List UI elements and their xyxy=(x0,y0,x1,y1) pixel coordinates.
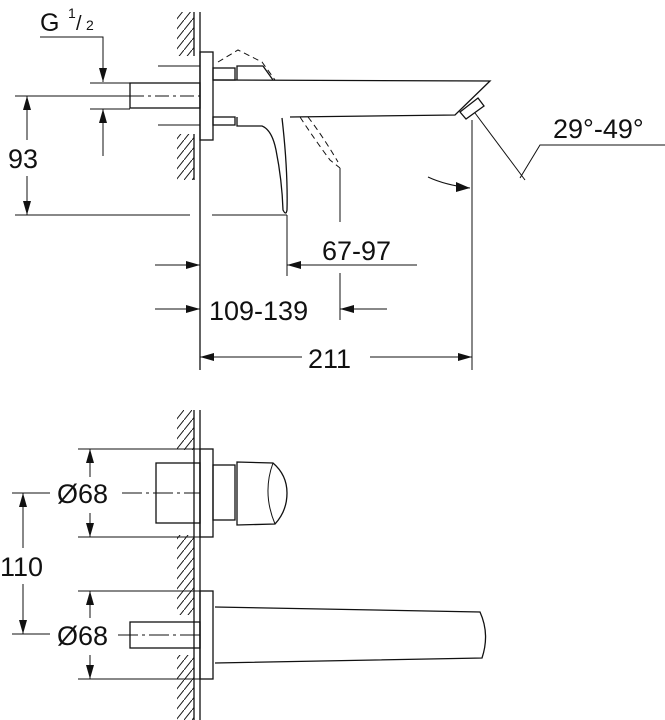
spout xyxy=(212,79,492,120)
total-projection-dimension: 211 xyxy=(308,344,351,374)
angle-dimension: 29°-49° xyxy=(553,114,644,144)
adjustment-dimension: 109-139 xyxy=(209,296,308,326)
thread-fraction-denominator: 2 xyxy=(86,17,94,33)
thread-label: G xyxy=(40,9,59,37)
handle-front xyxy=(155,448,288,538)
height-dimension: 93 xyxy=(8,144,38,174)
front-view: Ø68 110 Ø68 xyxy=(0,410,487,720)
fraction-slash: / xyxy=(76,13,82,35)
thread-fraction-numerator: 1 xyxy=(68,5,76,21)
handle-rosette-dimension: Ø68 xyxy=(57,479,108,509)
flange xyxy=(199,51,214,141)
spout-rosette-dimension: Ø68 xyxy=(57,621,108,651)
side-view: G 1 / 2 93 67-97 109-139 xyxy=(8,5,665,374)
lever-projection-dimension: 67-97 xyxy=(322,236,391,266)
center-distance-dimension: 110 xyxy=(0,552,43,582)
lever xyxy=(212,49,341,214)
wall-bottom xyxy=(177,410,201,720)
